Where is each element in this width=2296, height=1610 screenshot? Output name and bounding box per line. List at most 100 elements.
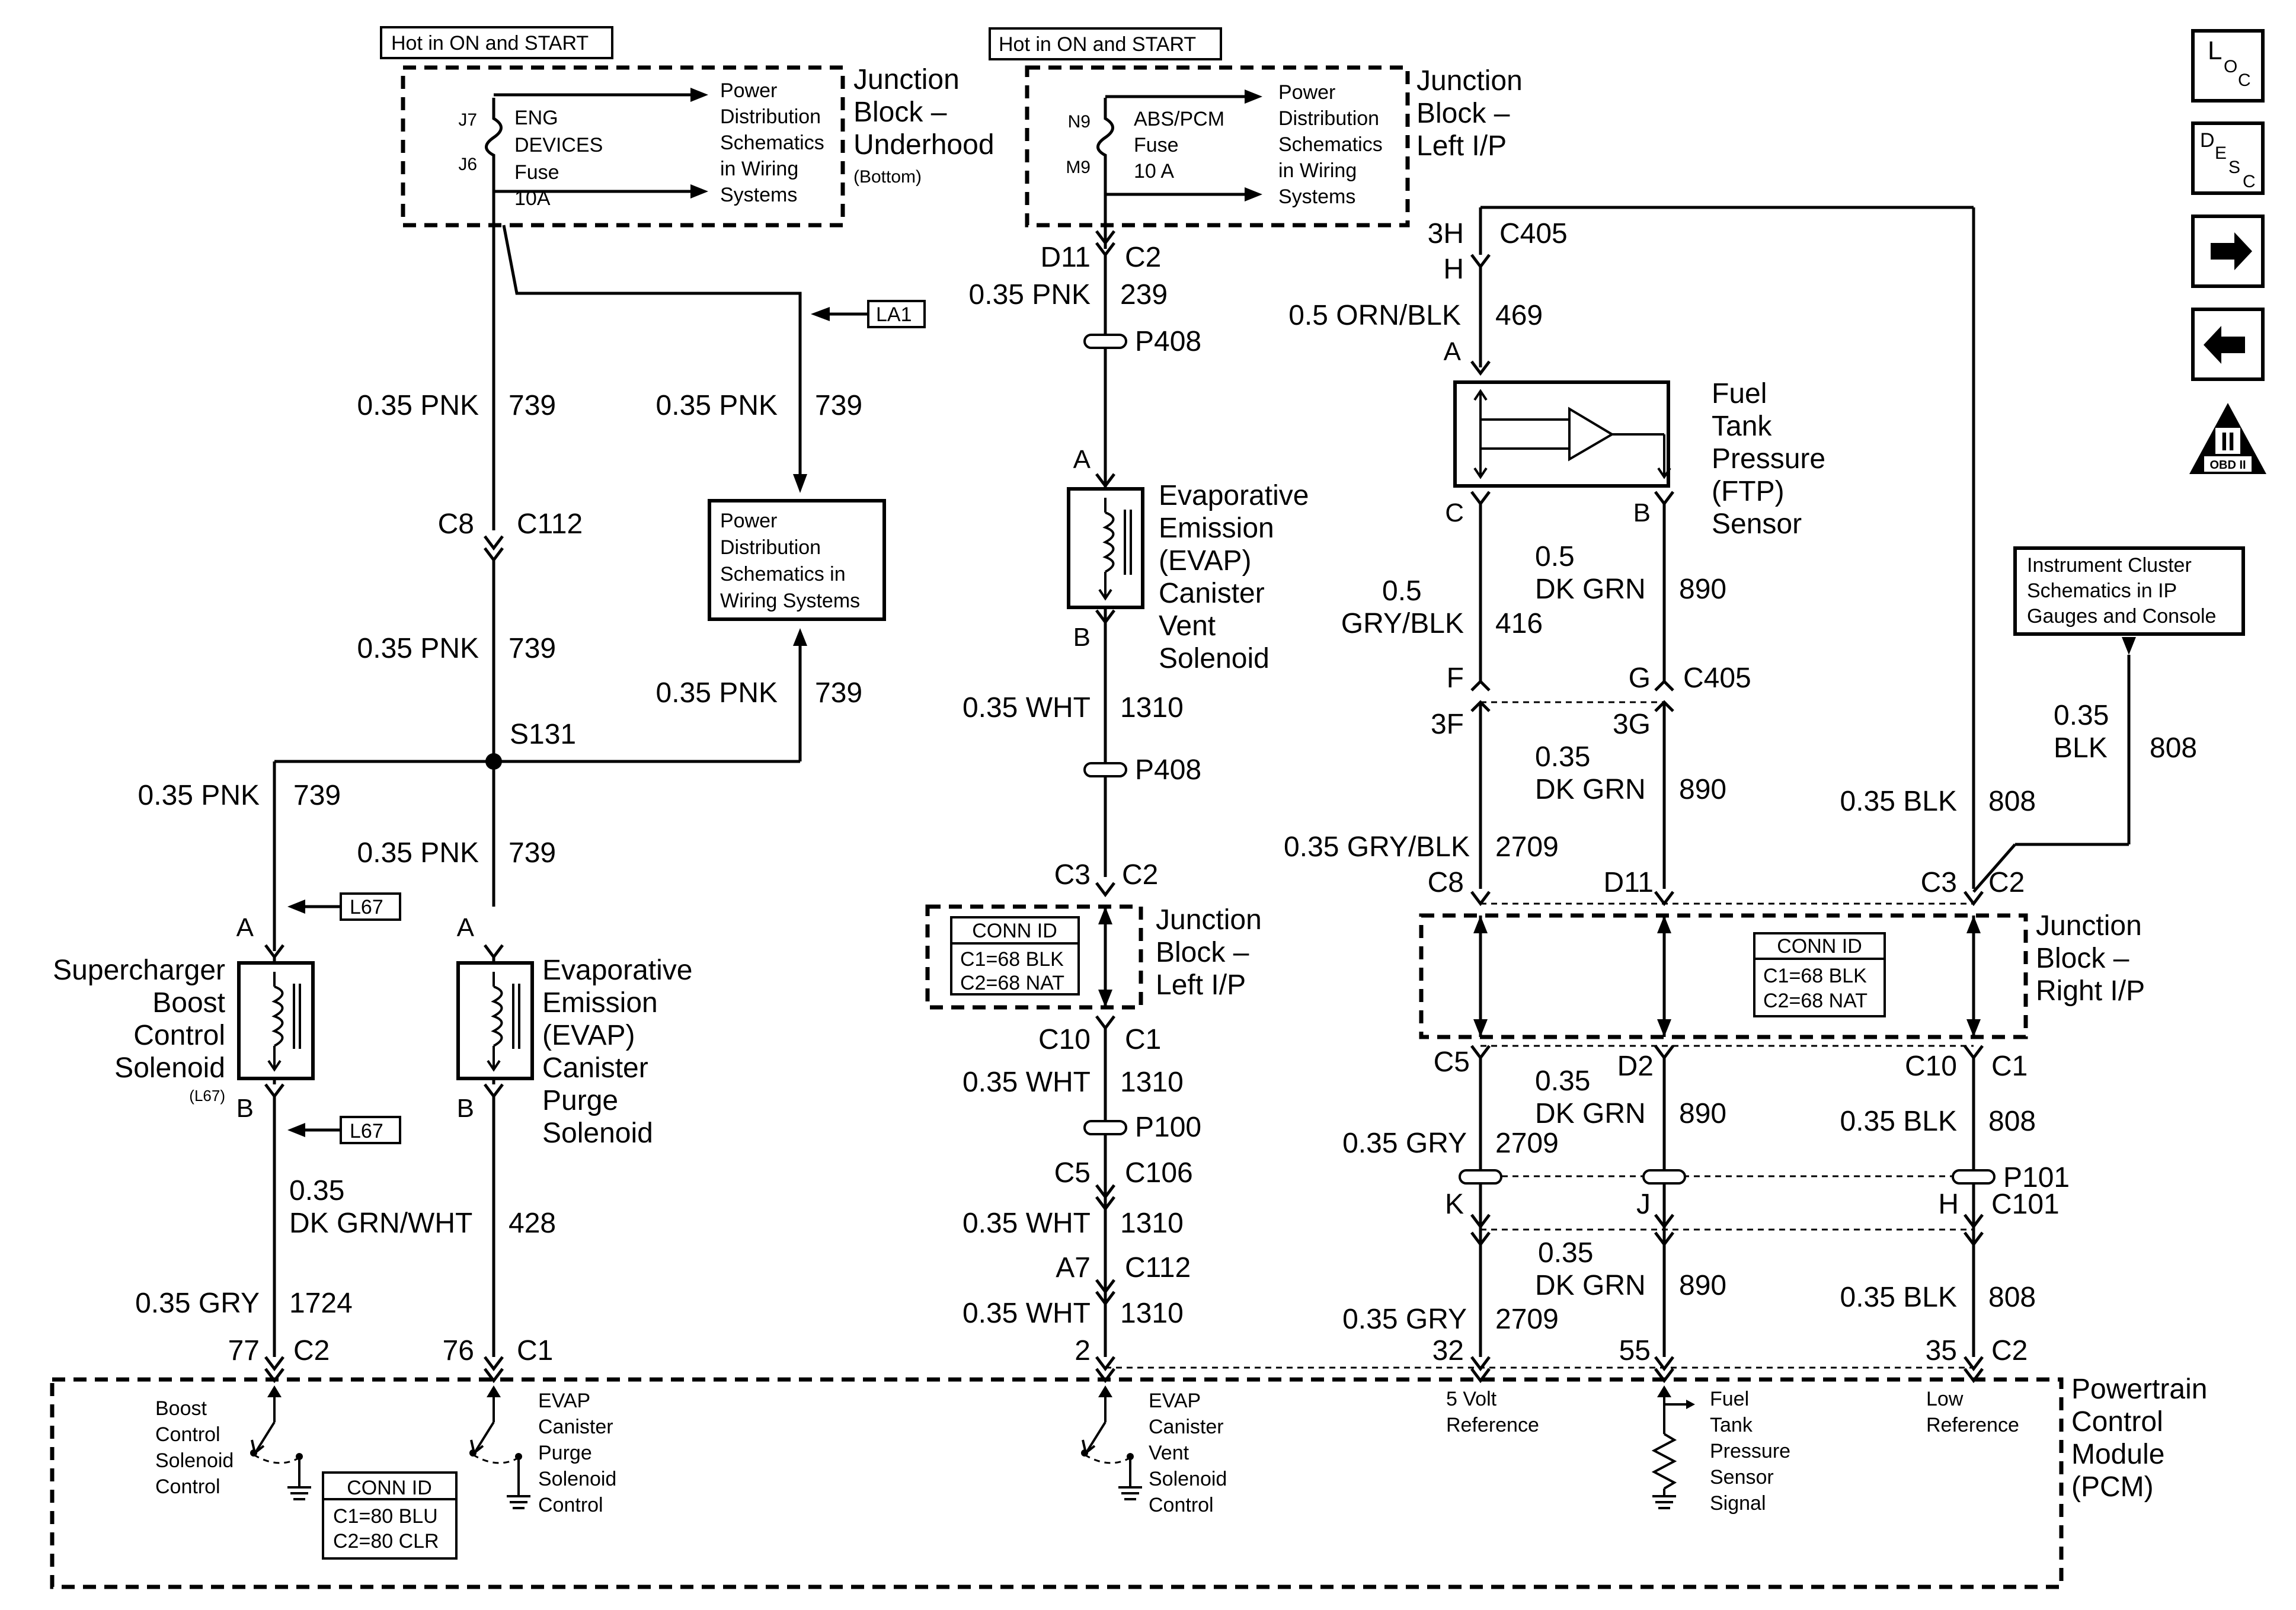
svg-text:Pressure: Pressure — [1712, 443, 1825, 475]
pcm-boost-driver: Boost Control Solenoid Control — [155, 1385, 311, 1500]
l67-reference-top[interactable]: L67 — [287, 892, 401, 921]
svg-text:DK GRN: DK GRN — [1535, 1270, 1646, 1301]
svg-text:GRY/BLK: GRY/BLK — [1341, 608, 1464, 639]
svg-text:Low: Low — [1926, 1388, 1964, 1410]
svg-text:(EVAP): (EVAP) — [1159, 545, 1251, 577]
svg-text:0.35 PNK: 0.35 PNK — [969, 279, 1091, 311]
svg-text:Tank: Tank — [1710, 1414, 1753, 1436]
connector-c112 — [484, 535, 504, 563]
svg-text:808: 808 — [1988, 1282, 2036, 1313]
svg-text:C3: C3 — [1054, 859, 1091, 891]
prev-arrow-button[interactable] — [2191, 308, 2265, 381]
svg-text:1310: 1310 — [1120, 1298, 1184, 1329]
svg-text:Wiring Systems: Wiring Systems — [720, 590, 860, 612]
svg-text:Signal: Signal — [1710, 1492, 1766, 1515]
obd-ii-button[interactable]: II OBD II — [2189, 403, 2266, 474]
svg-text:0.35: 0.35 — [1535, 741, 1590, 773]
power-distribution-box[interactable]: Power Distribution Schematics in Wiring … — [708, 499, 886, 621]
svg-text:0.35 BLK: 0.35 BLK — [1840, 786, 1957, 817]
loc-letter: L — [2208, 36, 2222, 65]
svg-text:ABS/PCM: ABS/PCM — [1134, 108, 1224, 130]
svg-text:0.35 BLK: 0.35 BLK — [1840, 1282, 1957, 1313]
svg-text:P408: P408 — [1135, 754, 1201, 786]
svg-text:0.35 GRY: 0.35 GRY — [1342, 1304, 1467, 1335]
svg-text:C1: C1 — [1125, 1024, 1161, 1055]
svg-text:Schematics in: Schematics in — [720, 563, 846, 585]
svg-text:Control: Control — [1149, 1494, 1214, 1516]
svg-text:2: 2 — [1075, 1335, 1091, 1366]
svg-text:0.35 WHT: 0.35 WHT — [962, 692, 1091, 724]
svg-text:35: 35 — [1926, 1335, 1957, 1366]
svg-text:808: 808 — [2150, 732, 2197, 764]
l67-reference-bottom[interactable]: L67 — [287, 1116, 401, 1144]
desc-button[interactable]: D E S C — [2191, 121, 2265, 195]
right-ip-passthroughs — [1473, 916, 1981, 1037]
instrument-cluster-ref[interactable]: Instrument Cluster Schematics in IP Gaug… — [2013, 546, 2245, 636]
svg-text:C112: C112 — [517, 508, 583, 540]
svg-text:Fuse: Fuse — [1134, 134, 1179, 156]
svg-text:F: F — [1447, 662, 1464, 694]
desc-letter: E — [2215, 143, 2227, 163]
svg-text:2709: 2709 — [1495, 1128, 1559, 1159]
svg-text:Sensor: Sensor — [1710, 1466, 1774, 1489]
svg-text:Hot in ON and START: Hot in ON and START — [391, 32, 589, 55]
svg-text:C101: C101 — [1991, 1189, 2060, 1220]
svg-text:0.35 PNK: 0.35 PNK — [138, 780, 260, 811]
la1-reference[interactable]: LA1 — [811, 300, 926, 328]
svg-text:0.35 PNK: 0.35 PNK — [357, 390, 479, 421]
svg-text:739: 739 — [509, 390, 556, 421]
hot-label-left-ip: Hot in ON and START — [989, 27, 1222, 60]
svg-text:Fuel: Fuel — [1710, 1388, 1749, 1410]
svg-text:1310: 1310 — [1120, 1208, 1184, 1239]
obd-ii-label: OBD II — [2209, 459, 2246, 472]
power-distribution-ref-underhood[interactable]: Power Distribution Schematics in Wiring … — [720, 79, 824, 206]
next-arrow-button[interactable] — [2191, 215, 2265, 288]
svg-text:890: 890 — [1679, 1098, 1726, 1129]
svg-text:Boost: Boost — [152, 987, 225, 1019]
svg-text:D11: D11 — [1604, 867, 1654, 898]
svg-text:Emission: Emission — [1159, 513, 1274, 544]
svg-text:5 Volt: 5 Volt — [1446, 1388, 1497, 1410]
evap-purge-solenoid: A B Evaporative Emission (EVAP) Canister… — [456, 913, 692, 1149]
svg-text:Junction: Junction — [853, 64, 960, 95]
conn-id-left-ip: CONN ID C1=68 BLK C2=68 NAT — [950, 916, 1080, 996]
svg-text:in Wiring: in Wiring — [720, 158, 798, 180]
svg-text:ENG: ENG — [514, 107, 558, 129]
loc-letter: C — [2238, 71, 2251, 90]
svg-text:0.35 BLK: 0.35 BLK — [1840, 1106, 1957, 1137]
svg-text:C1: C1 — [517, 1335, 553, 1366]
svg-text:Junction: Junction — [1416, 65, 1523, 97]
splice-pack-p100 — [1083, 1120, 1127, 1135]
junction-block-right-ip-label: Junction Block – Right I/P — [2036, 910, 2145, 1007]
svg-text:Power: Power — [1278, 81, 1335, 104]
power-distribution-ref-left-ip[interactable]: Power Distribution Schematics in Wiring … — [1278, 81, 1383, 208]
svg-text:EVAP: EVAP — [1149, 1390, 1201, 1412]
svg-text:Gauges and Console: Gauges and Console — [2027, 605, 2216, 628]
svg-text:C10: C10 — [1038, 1024, 1091, 1055]
svg-text:Control: Control — [155, 1423, 220, 1446]
svg-text:Control: Control — [155, 1475, 220, 1498]
svg-text:C1=68 BLK: C1=68 BLK — [1763, 965, 1867, 987]
svg-text:CONN ID: CONN ID — [972, 920, 1057, 942]
svg-text:Solenoid: Solenoid — [155, 1449, 234, 1472]
svg-text:0.35 GRY: 0.35 GRY — [135, 1288, 260, 1319]
svg-text:Vent: Vent — [1149, 1442, 1189, 1464]
svg-text:0.5: 0.5 — [1382, 575, 1422, 607]
svg-text:Reference: Reference — [1926, 1414, 2019, 1436]
svg-text:C5: C5 — [1434, 1046, 1470, 1078]
svg-text:3F: 3F — [1431, 709, 1464, 740]
arrow-head-icon — [690, 184, 708, 199]
svg-text:C1: C1 — [1991, 1051, 2028, 1082]
svg-text:Control: Control — [538, 1494, 603, 1516]
svg-text:C1=68 BLK: C1=68 BLK — [960, 948, 1064, 971]
svg-text:H: H — [1938, 1189, 1959, 1220]
loc-button[interactable]: L O C — [2191, 29, 2265, 103]
svg-text:C2=80 CLR: C2=80 CLR — [333, 1530, 439, 1553]
pcm-low-reference: Low Reference — [1926, 1388, 2019, 1436]
svg-text:Power: Power — [720, 510, 777, 532]
pin-label: J6 — [458, 155, 477, 174]
svg-text:C10: C10 — [1905, 1051, 1957, 1082]
svg-text:LA1: LA1 — [876, 303, 912, 326]
supercharger-boost-solenoid: A B Supercharger Boost Control Solenoid … — [53, 913, 315, 1123]
svg-text:A7: A7 — [1056, 1252, 1091, 1283]
